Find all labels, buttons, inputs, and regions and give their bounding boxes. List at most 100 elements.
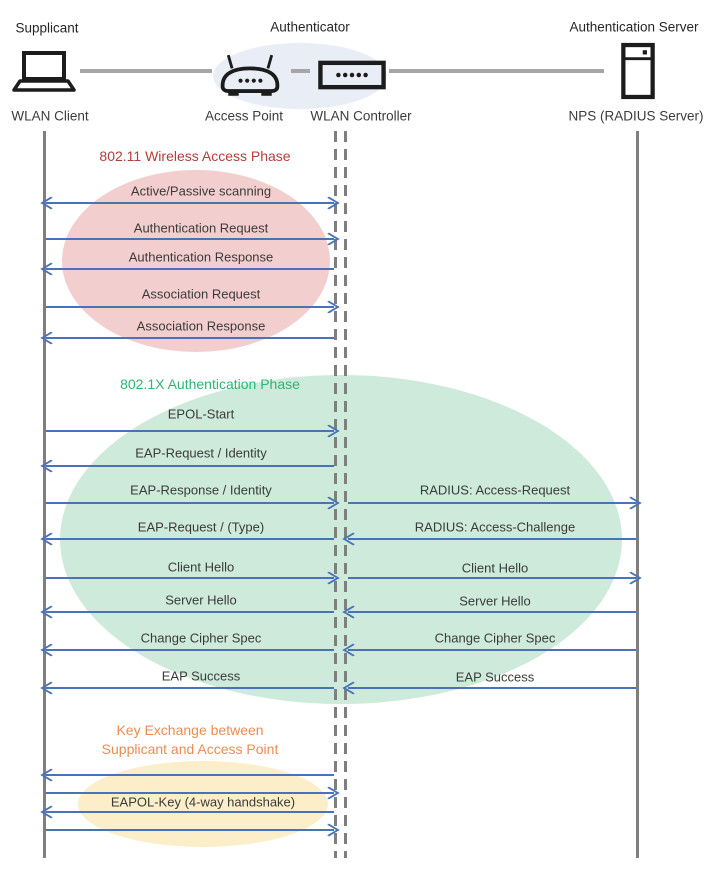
message-arrow [45, 823, 340, 837]
phase3-title: Key Exchange between Supplicant and Acce… [102, 721, 279, 759]
arrowhead-right-icon [318, 496, 340, 510]
arrowhead-right-icon [620, 496, 642, 510]
arrow-line [46, 305, 334, 309]
arrow-line [348, 537, 636, 541]
device-label-wlan-controller: WLAN Controller [310, 108, 412, 124]
laptop-icon [12, 50, 76, 96]
message-arrow [40, 532, 335, 546]
arrow-line [348, 686, 636, 690]
connector-line-client-ap [80, 69, 212, 73]
arrow-line [348, 501, 636, 505]
arrow-line [46, 501, 334, 505]
message-label: Authentication Response [128, 249, 274, 265]
message-label: Change Cipher Spec [140, 630, 262, 646]
message-label: EAP-Response / Identity [130, 482, 272, 498]
arrow-line [348, 576, 636, 580]
message-label: Server Hello [165, 592, 237, 608]
message-label: Active/Passive scanning [130, 183, 272, 199]
phase3-title-line2: Supplicant and Access Point [101, 741, 279, 757]
connector-line-controller-server [389, 69, 604, 73]
lifeline-wlan-controller-right [344, 131, 347, 858]
arrow-line [46, 201, 334, 205]
arrow-line [46, 810, 334, 814]
actor-role-authentication-server: Authentication Server [569, 19, 699, 35]
arrowhead-left-icon [342, 532, 364, 546]
arrow-line [46, 336, 334, 340]
message-arrow [45, 571, 340, 585]
arrowhead-right-icon [318, 300, 340, 314]
message-label: Association Request [141, 286, 261, 302]
message-arrow [40, 262, 335, 276]
message-arrow [40, 196, 340, 210]
message-arrow [342, 681, 637, 695]
arrow-line [348, 648, 636, 652]
arrow-line [46, 648, 334, 652]
phase1-title: 802.11 Wireless Access Phase [99, 148, 291, 164]
arrow-line [46, 537, 334, 541]
message-label: RADIUS: Access-Challenge [414, 519, 576, 535]
arrowhead-left-icon [342, 605, 364, 619]
phase3-title-line1: Key Exchange between [116, 722, 264, 738]
message-arrow [40, 768, 335, 782]
message-label: Change Cipher Spec [434, 630, 556, 646]
message-label: Association Response [136, 318, 266, 334]
arrowhead-right-icon [318, 823, 340, 837]
lifeline-radius-server [636, 131, 639, 858]
arrowhead-left-icon [40, 805, 62, 819]
lifeline-wlan-client [43, 131, 46, 858]
arrow-line [46, 791, 334, 795]
message-label: EAP Success [161, 668, 241, 684]
message-arrow [342, 643, 637, 657]
arrowhead-left-icon [40, 681, 62, 695]
arrowhead-left-icon [40, 262, 62, 276]
message-arrow [347, 496, 642, 510]
arrowhead-left-icon [342, 681, 364, 695]
message-arrow [40, 331, 335, 345]
arrowhead-left-icon [40, 532, 62, 546]
arrowhead-right-icon [318, 424, 340, 438]
phase2-title: 802.1X Authentication Phase [120, 376, 300, 392]
message-arrow [40, 681, 335, 695]
device-label-access-point: Access Point [204, 108, 284, 124]
arrowhead-left-icon [40, 768, 62, 782]
device-label-wlan-client: WLAN Client [11, 108, 89, 124]
message-arrow [342, 605, 637, 619]
arrowhead-left-icon [40, 331, 62, 345]
arrow-line [46, 429, 334, 433]
arrow-line [46, 828, 334, 832]
arrow-line [46, 464, 334, 468]
message-arrow [40, 605, 335, 619]
message-label: Authentication Request [133, 220, 269, 236]
arrowhead-left-icon [40, 196, 62, 210]
arrowhead-right-icon [318, 196, 340, 210]
message-arrow [40, 459, 335, 473]
arrow-line [46, 610, 334, 614]
arrowhead-left-icon [40, 643, 62, 657]
wlan-controller-icon [318, 60, 386, 90]
message-label: Client Hello [167, 559, 235, 575]
message-arrow [40, 805, 335, 819]
arrowhead-right-icon [318, 786, 340, 800]
arrowhead-left-icon [40, 605, 62, 619]
message-arrow [40, 643, 335, 657]
message-label: EAP Success [455, 669, 535, 685]
arrowhead-left-icon [342, 643, 364, 657]
message-label: Server Hello [459, 593, 531, 609]
arrow-line [46, 686, 334, 690]
message-label: EAPOL-Key (4-way handshake) [110, 794, 296, 810]
access-point-icon [216, 52, 284, 98]
message-label: RADIUS: Access-Request [419, 482, 571, 498]
message-arrow [45, 424, 340, 438]
lifeline-wlan-controller-left [334, 131, 337, 858]
message-label: EPOL-Start [167, 406, 235, 422]
message-arrow [45, 496, 340, 510]
arrowhead-right-icon [620, 571, 642, 585]
arrowhead-right-icon [318, 571, 340, 585]
message-label: EAP-Request / Identity [135, 445, 267, 461]
connector-line-ap-controller [291, 69, 310, 73]
actor-role-authenticator: Authenticator [270, 19, 350, 35]
arrowhead-right-icon [318, 232, 340, 246]
message-arrow [45, 786, 340, 800]
